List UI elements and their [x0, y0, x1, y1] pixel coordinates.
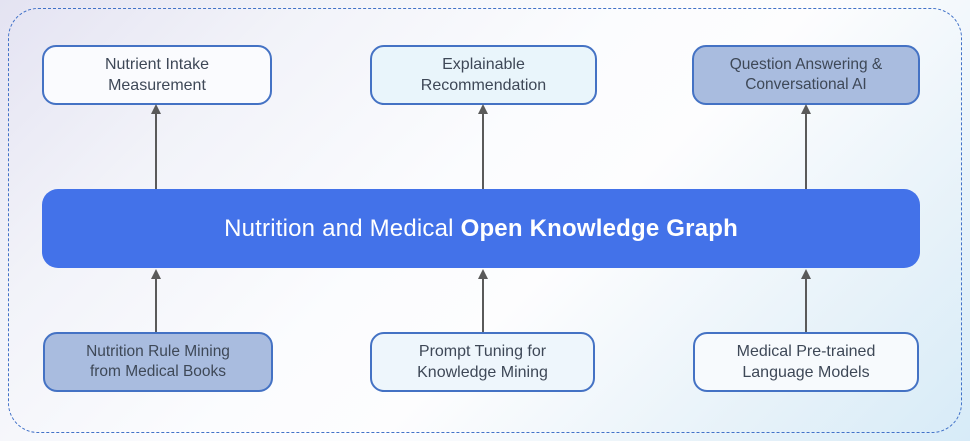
- node-explainable-recommendation: Explainable Recommendation: [370, 45, 597, 105]
- node-label-line: Recommendation: [420, 77, 547, 94]
- node-prompt-tuning-for-knowledge-mining: Prompt Tuning for Knowledge Mining: [370, 332, 595, 392]
- banner-title-bold: Open Knowledge Graph: [460, 214, 738, 242]
- node-nutrient-intake-measurement: Nutrient Intake Measurement: [42, 45, 272, 105]
- node-label-line: Explainable: [442, 55, 525, 73]
- arrowhead-up-icon: [150, 104, 161, 114]
- node-medical-pretrained-language-models: Medical Pre-trained Language Models: [693, 332, 919, 392]
- arrow-shaft: [155, 276, 157, 332]
- banner-title-regular: Nutrition and Medical: [224, 214, 461, 242]
- arrow-up-icon: [150, 104, 162, 189]
- node-label: Explainable Recommendation: [421, 54, 546, 96]
- arrowhead-up-icon: [150, 269, 161, 279]
- node-label: Nutrient Intake Measurement: [105, 54, 209, 96]
- arrowhead-up-icon: [477, 269, 488, 279]
- arrow-up-icon: [477, 269, 489, 332]
- node-nutrition-rule-mining-from-medical-books: Nutrition Rule Mining from Medical Books: [43, 332, 273, 392]
- node-label-line: Nutrition Rule Mining: [86, 342, 230, 360]
- node-label: Question Answering & Conversational AI: [730, 55, 883, 96]
- node-label-line: Nutrient Intake: [104, 55, 210, 73]
- node-label-line: from Medical Books: [89, 363, 227, 380]
- arrow-up-icon: [800, 269, 812, 332]
- arrowhead-up-icon: [477, 104, 488, 114]
- banner-open-knowledge-graph: Nutrition and Medical Open Knowledge Gra…: [42, 189, 920, 268]
- arrow-up-icon: [477, 104, 489, 189]
- node-label-line: Medical Pre-trained: [736, 342, 876, 360]
- node-label: Nutrition Rule Mining from Medical Books: [86, 342, 230, 383]
- node-label: Prompt Tuning for Knowledge Mining: [417, 341, 548, 383]
- node-label-line: Language Models: [742, 364, 870, 381]
- node-label-line: Knowledge Mining: [417, 364, 548, 381]
- arrow-up-icon: [150, 269, 162, 332]
- node-label-line: Conversational AI: [745, 76, 867, 93]
- arrow-shaft: [482, 276, 484, 332]
- node-question-answering-conversational-ai: Question Answering & Conversational AI: [692, 45, 920, 105]
- arrow-shaft: [482, 111, 484, 189]
- arrow-shaft: [805, 111, 807, 189]
- node-label-line: Prompt Tuning for: [418, 342, 547, 360]
- banner-title: Nutrition and Medical Open Knowledge Gra…: [224, 215, 738, 243]
- node-label-line: Measurement: [108, 77, 206, 94]
- arrow-shaft: [155, 111, 157, 189]
- node-label-line: Question Answering &: [729, 55, 883, 73]
- arrowhead-up-icon: [800, 104, 811, 114]
- arrow-up-icon: [800, 104, 812, 189]
- node-label: Medical Pre-trained Language Models: [737, 341, 876, 383]
- arrow-shaft: [805, 276, 807, 332]
- arrowhead-up-icon: [800, 269, 811, 279]
